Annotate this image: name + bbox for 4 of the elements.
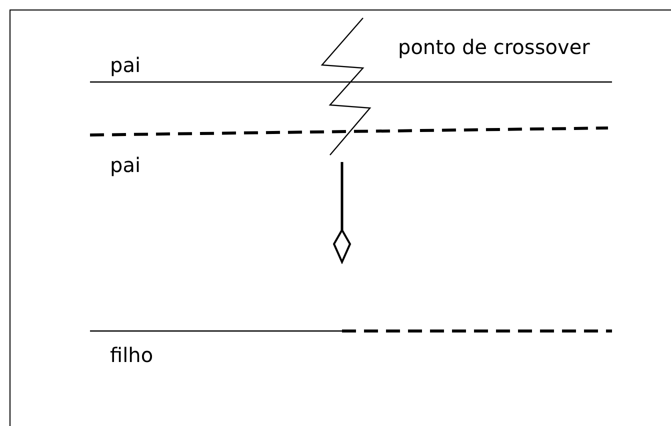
line-label: filho	[110, 343, 154, 367]
line-label: pai	[110, 153, 141, 177]
callout-label: ponto de crossover	[398, 35, 590, 59]
line-label: pai	[110, 53, 141, 77]
